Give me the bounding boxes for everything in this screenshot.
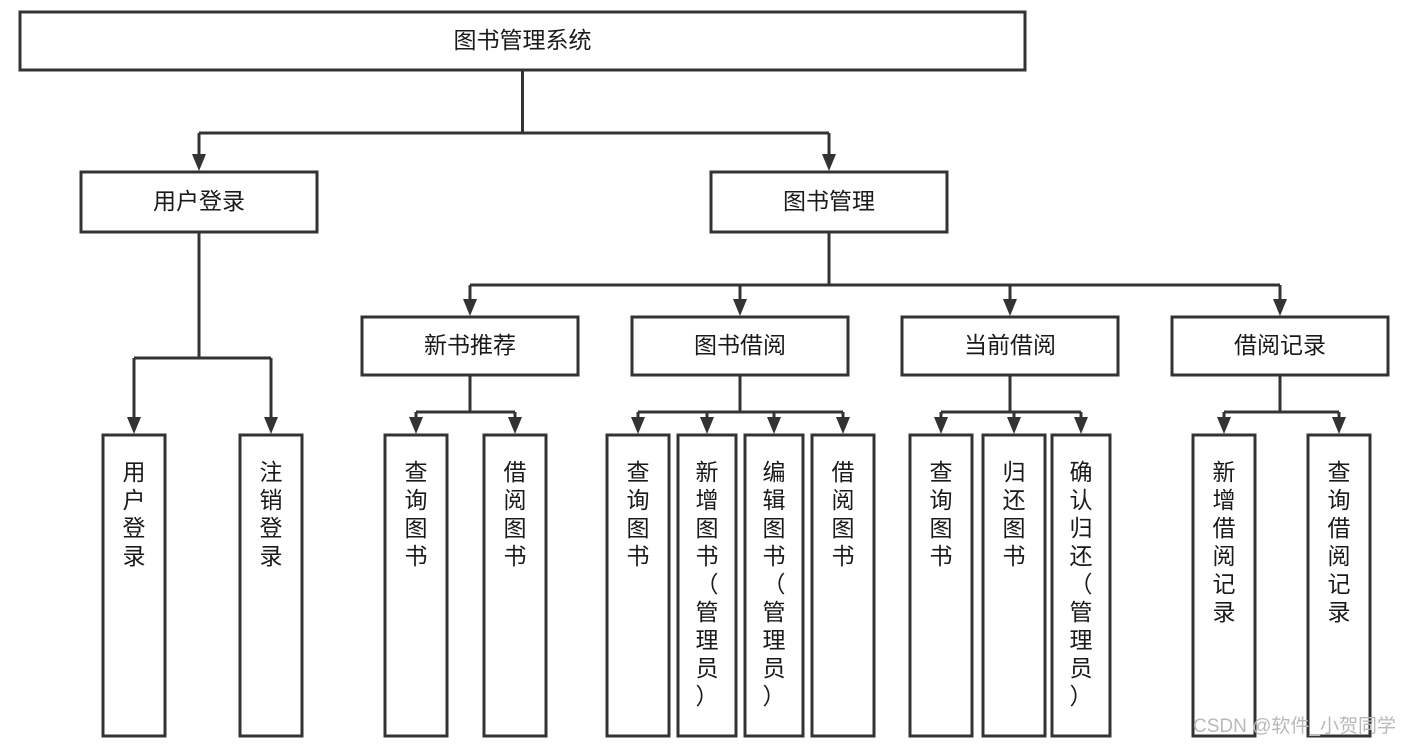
node-box-leaf-borrow-book-1 xyxy=(482,433,548,738)
node-label-borrow-record: 借阅记录 xyxy=(1234,332,1326,358)
node-book-manage[interactable]: 图书管理 xyxy=(709,170,949,234)
node-user-login[interactable]: 用户登录 xyxy=(79,170,319,234)
arrow-head-icon xyxy=(127,417,141,434)
arrow-head-icon xyxy=(1332,417,1346,434)
arrow-head-icon xyxy=(836,417,850,434)
node-current-borrow[interactable]: 当前借阅 xyxy=(900,315,1120,377)
node-new-book-recommend[interactable]: 新书推荐 xyxy=(360,315,580,377)
node-label-leaf-query-record: 查询借阅记录 xyxy=(1328,459,1351,625)
arrow-head-icon xyxy=(700,417,714,434)
connector-group-user-login xyxy=(127,232,278,434)
node-label-leaf-logout: 注销登录 xyxy=(260,459,283,569)
node-layer: 图书管理系统用户登录图书管理新书推荐图书借阅当前借阅借阅记录用户登录注销登录查询… xyxy=(18,10,1390,738)
node-label-leaf-query-book-3: 查询图书 xyxy=(930,459,953,569)
arrow-head-icon xyxy=(192,154,206,171)
arrow-head-icon xyxy=(264,417,278,434)
arrow-head-icon xyxy=(822,154,836,171)
node-box-leaf-logout xyxy=(238,433,304,738)
node-label-root: 图书管理系统 xyxy=(454,27,592,53)
node-box-leaf-confirm-return xyxy=(1050,433,1112,738)
node-box-leaf-query-record xyxy=(1306,433,1372,738)
arrow-head-icon xyxy=(1217,417,1231,434)
node-box-leaf-query-book-3 xyxy=(908,433,974,738)
node-leaf-query-record[interactable]: 查询借阅记录 xyxy=(1306,433,1372,738)
node-box-leaf-user-login xyxy=(101,433,167,738)
node-box-book-borrow xyxy=(630,315,850,377)
node-box-leaf-borrow-book-2 xyxy=(810,433,876,738)
node-box-leaf-return-book xyxy=(981,433,1047,738)
arrow-head-icon xyxy=(733,299,747,316)
connector-group-book-manage xyxy=(463,232,1287,316)
node-label-book-borrow: 图书借阅 xyxy=(694,332,786,358)
connector-layer xyxy=(127,70,1346,434)
node-label-leaf-borrow-book-1: 借阅图书 xyxy=(504,459,527,569)
node-leaf-confirm-return[interactable]: 确认归还（管理员） xyxy=(1050,433,1112,738)
node-label-leaf-return-book: 归还图书 xyxy=(1003,459,1026,569)
node-leaf-borrow-book-1[interactable]: 借阅图书 xyxy=(482,433,548,738)
connector-group-book-borrow xyxy=(631,375,850,434)
node-label-leaf-edit-book: 编辑图书（管理员） xyxy=(763,459,786,709)
node-leaf-add-book[interactable]: 新增图书（管理员） xyxy=(676,433,738,738)
node-label-leaf-borrow-book-2: 借阅图书 xyxy=(832,459,855,569)
arrow-head-icon xyxy=(1007,417,1021,434)
arrow-head-icon xyxy=(409,417,423,434)
node-label-user-login: 用户登录 xyxy=(153,188,245,214)
node-label-new-book-recommend: 新书推荐 xyxy=(424,332,516,358)
csdn-watermark: CSDN @软件_小贺同学 xyxy=(1193,715,1396,737)
node-box-leaf-add-record xyxy=(1191,433,1257,738)
arrow-head-icon xyxy=(767,417,781,434)
node-box-new-book-recommend xyxy=(360,315,580,377)
node-label-leaf-query-book-2: 查询图书 xyxy=(627,459,650,569)
node-box-leaf-edit-book xyxy=(743,433,805,738)
connector-group-borrow-record xyxy=(1217,375,1346,434)
node-leaf-query-book-1[interactable]: 查询图书 xyxy=(383,433,449,738)
node-label-leaf-user-login: 用户登录 xyxy=(123,459,146,569)
node-box-root xyxy=(18,10,1027,72)
arrow-head-icon xyxy=(1003,299,1017,316)
connector-group-root xyxy=(192,70,836,171)
arrow-head-icon xyxy=(631,417,645,434)
arrow-head-icon xyxy=(934,417,948,434)
arrow-head-icon xyxy=(1273,299,1287,316)
node-leaf-query-book-3[interactable]: 查询图书 xyxy=(908,433,974,738)
node-leaf-return-book[interactable]: 归还图书 xyxy=(981,433,1047,738)
node-leaf-add-record[interactable]: 新增借阅记录 xyxy=(1191,433,1257,738)
node-leaf-query-book-2[interactable]: 查询图书 xyxy=(605,433,671,738)
node-box-book-manage xyxy=(709,170,949,234)
node-leaf-logout[interactable]: 注销登录 xyxy=(238,433,304,738)
node-label-current-borrow: 当前借阅 xyxy=(964,332,1056,358)
node-book-borrow[interactable]: 图书借阅 xyxy=(630,315,850,377)
node-root[interactable]: 图书管理系统 xyxy=(18,10,1027,72)
node-label-leaf-add-record: 新增借阅记录 xyxy=(1213,459,1236,625)
node-box-leaf-query-book-2 xyxy=(605,433,671,738)
node-box-user-login xyxy=(79,170,319,234)
node-borrow-record[interactable]: 借阅记录 xyxy=(1170,315,1390,377)
node-leaf-user-login[interactable]: 用户登录 xyxy=(101,433,167,738)
node-box-leaf-add-book xyxy=(676,433,738,738)
connector-group-new-book-recommend xyxy=(409,375,522,434)
node-box-leaf-query-book-1 xyxy=(383,433,449,738)
node-box-borrow-record xyxy=(1170,315,1390,377)
connector-group-current-borrow xyxy=(934,375,1088,434)
node-label-leaf-confirm-return: 确认归还（管理员） xyxy=(1070,459,1093,709)
node-label-book-manage: 图书管理 xyxy=(783,188,875,214)
arrow-head-icon xyxy=(508,417,522,434)
node-label-leaf-query-book-1: 查询图书 xyxy=(405,459,428,569)
arrow-head-icon xyxy=(1074,417,1088,434)
node-leaf-edit-book[interactable]: 编辑图书（管理员） xyxy=(743,433,805,738)
arrow-head-icon xyxy=(463,299,477,316)
node-box-current-borrow xyxy=(900,315,1120,377)
node-label-leaf-add-book: 新增图书（管理员） xyxy=(696,459,719,709)
node-leaf-borrow-book-2[interactable]: 借阅图书 xyxy=(810,433,876,738)
